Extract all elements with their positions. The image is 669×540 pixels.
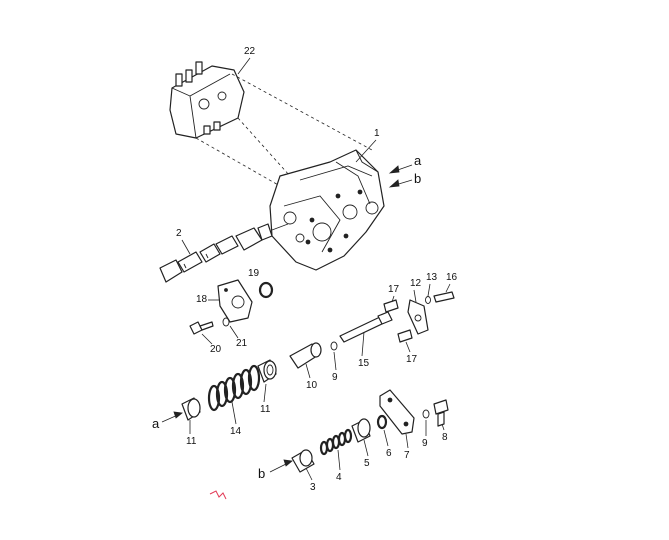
arrowhead-b-top — [388, 179, 400, 188]
leader-15 — [361, 331, 365, 357]
o-ring-6 — [376, 414, 388, 430]
pin-17-upper — [383, 299, 399, 313]
screw-16 — [433, 291, 455, 303]
leader-2 — [181, 239, 191, 255]
leader-22 — [237, 57, 251, 75]
leader-10 — [305, 363, 311, 379]
piston-5 — [351, 418, 371, 443]
leader-17-lower — [405, 341, 411, 353]
plunger-3 — [291, 449, 315, 473]
leader-1 — [355, 139, 377, 163]
leader-4 — [337, 449, 341, 471]
leader-5 — [363, 439, 369, 457]
callout-b: b — [414, 171, 421, 186]
callout-15: 15 — [358, 358, 370, 369]
arrowhead-b-lower — [283, 459, 293, 467]
leader-9-left — [333, 351, 337, 371]
spool-2 — [159, 223, 289, 283]
callout-11-upper: 11 — [260, 404, 271, 415]
arrowhead-a-lower — [173, 411, 183, 419]
callout-3: 3 — [310, 482, 316, 493]
callout-18: 18 — [196, 294, 208, 305]
leader-11-upper — [263, 383, 267, 403]
washer-9-right — [422, 409, 430, 419]
callout-a: a — [414, 153, 422, 168]
leader-21 — [229, 325, 239, 339]
valve-body-1 — [269, 149, 385, 271]
washer-9-left — [330, 341, 338, 351]
callout-8: 8 — [442, 432, 448, 443]
callout-1: 1 — [374, 128, 380, 139]
callout-2: 2 — [176, 228, 182, 239]
leader-14 — [231, 401, 237, 425]
rod-15 — [339, 311, 393, 343]
callout-17-lower: 17 — [406, 354, 418, 365]
callout-20: 20 — [210, 344, 222, 355]
arrowhead-a-top — [388, 165, 400, 174]
bolt-8 — [433, 399, 449, 427]
callout-19: 19 — [248, 268, 260, 279]
retainer-11-lower — [181, 397, 201, 421]
callout-13: 13 — [426, 272, 438, 283]
callout-5: 5 — [364, 458, 370, 469]
bolt-20 — [189, 321, 214, 335]
leader-12 — [413, 289, 417, 303]
pin-17-lower — [397, 329, 413, 343]
leader-17-upper — [391, 295, 395, 303]
leader-7 — [405, 433, 409, 449]
spring-4 — [319, 428, 353, 456]
washer-21 — [222, 317, 230, 327]
callout-9-right: 9 — [422, 438, 428, 449]
callout-7: 7 — [404, 450, 410, 461]
leader-20 — [201, 333, 213, 345]
callout-14: 14 — [230, 426, 242, 437]
cover-18 — [217, 279, 253, 323]
o-ring-19 — [258, 281, 274, 299]
washer-13 — [425, 296, 431, 304]
callout-b-lower: b — [258, 466, 265, 481]
sleeve-10 — [289, 342, 322, 369]
leader-13 — [427, 283, 431, 297]
leader-6 — [383, 429, 389, 447]
retainer-11-upper — [257, 359, 277, 383]
callout-11-lower: 11 — [186, 436, 197, 447]
callout-6: 6 — [386, 448, 392, 459]
callout-12: 12 — [410, 278, 422, 289]
spring-14 — [207, 364, 261, 412]
callout-22: 22 — [244, 46, 256, 57]
callout-a-lower: a — [152, 416, 160, 431]
bracket-12 — [407, 299, 429, 335]
leader-3 — [305, 467, 313, 481]
callout-9-left: 9 — [332, 372, 338, 383]
callout-16: 16 — [446, 272, 458, 283]
end-cover-7 — [379, 389, 415, 435]
callout-10: 10 — [306, 380, 318, 391]
callout-21: 21 — [236, 338, 248, 349]
callout-4: 4 — [336, 472, 342, 483]
callout-17-upper: 17 — [388, 284, 400, 295]
leader-8 — [441, 423, 445, 431]
red-scribble-mark — [209, 490, 227, 500]
housing-22 — [169, 61, 373, 187]
leader-16 — [445, 283, 451, 293]
